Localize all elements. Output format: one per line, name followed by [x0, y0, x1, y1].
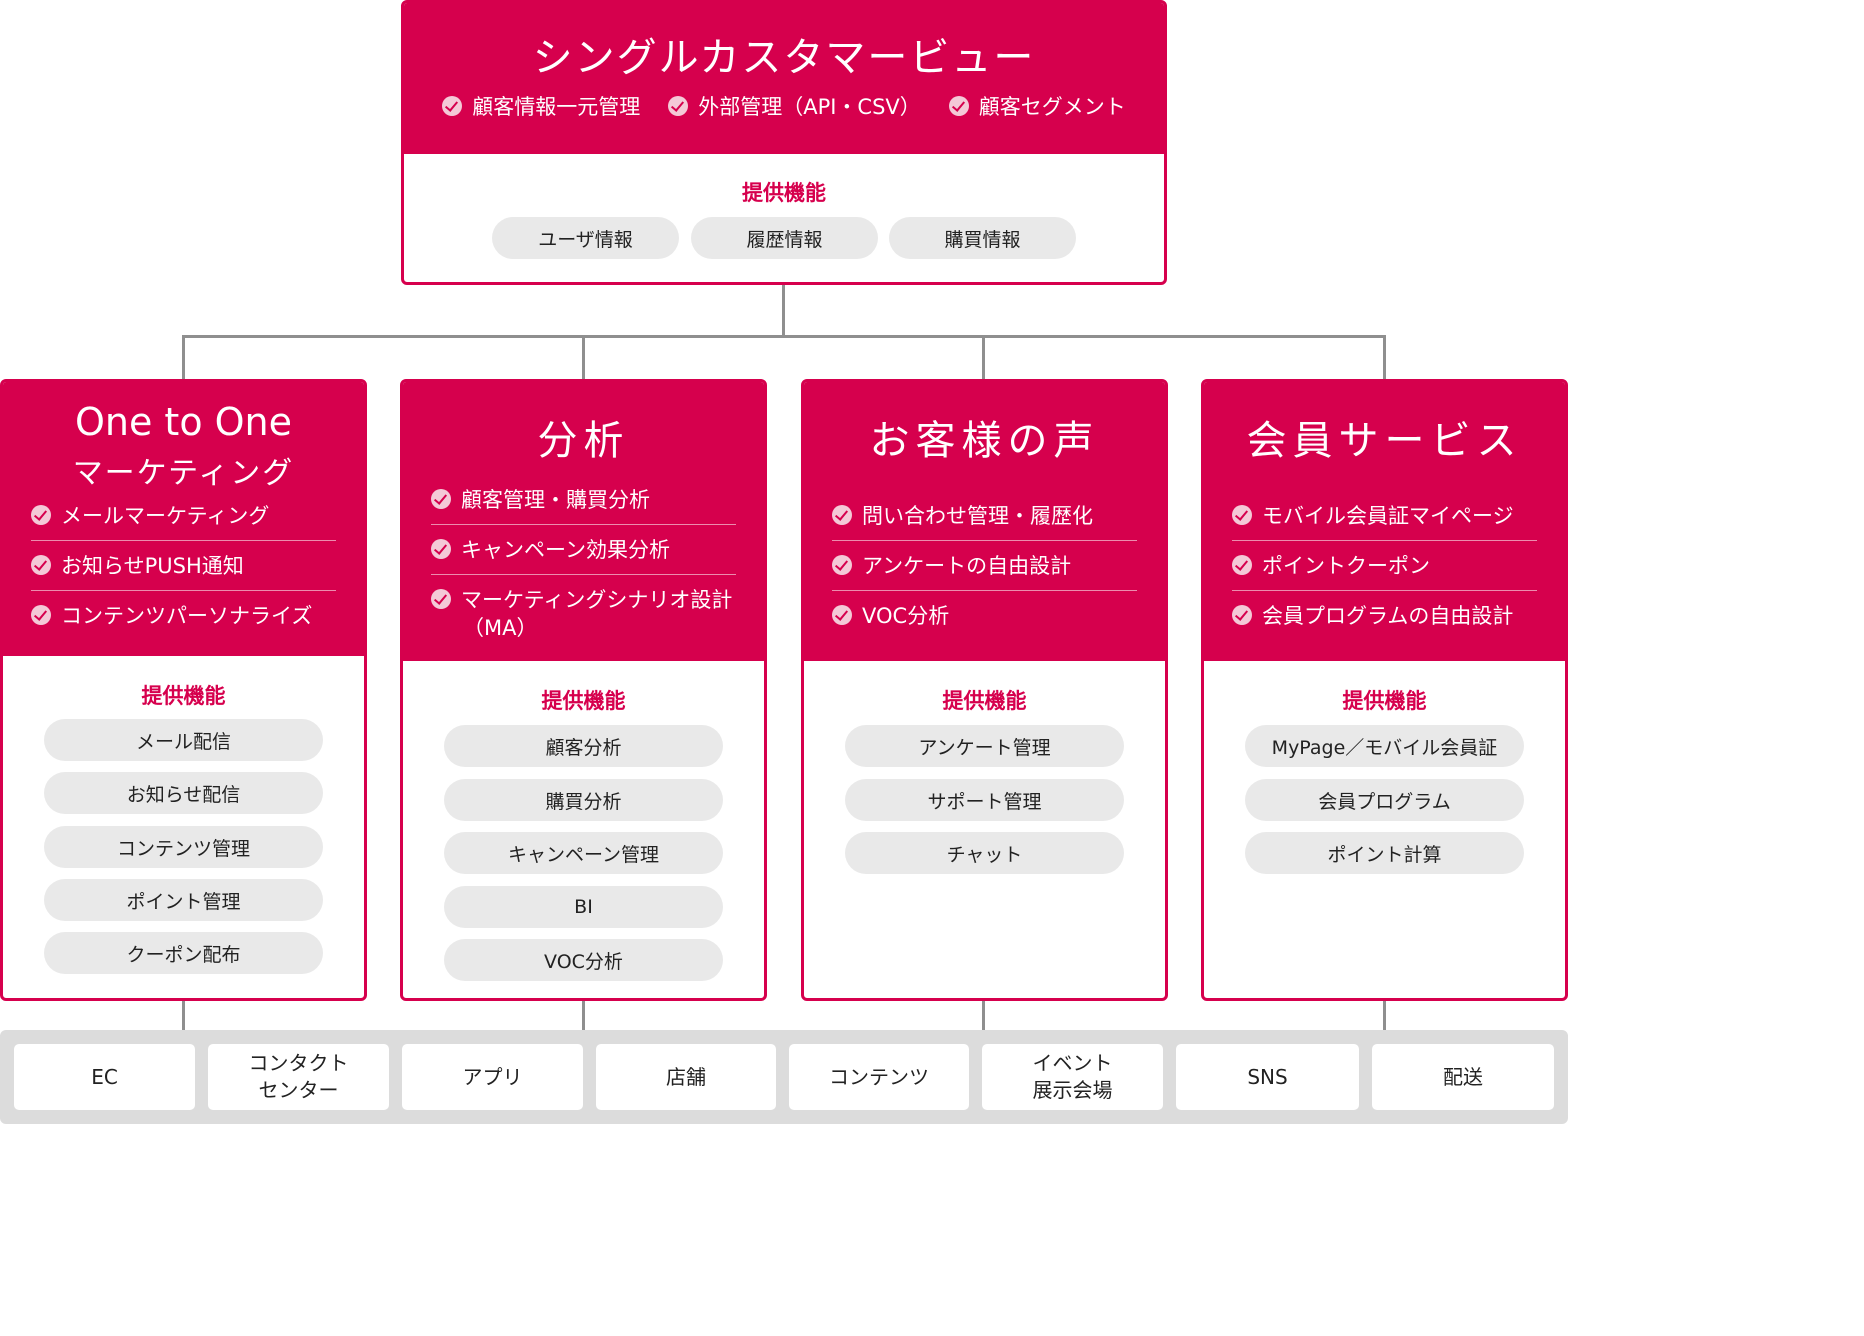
functions-title: 提供機能: [1342, 689, 1427, 713]
feature-item: お知らせPUSH通知: [31, 540, 336, 591]
check-icon: [31, 605, 51, 625]
channel-sns: SNS: [1176, 1044, 1359, 1110]
module-header: 会員サービス モバイル会員証マイページ ポイントクーポン 会員プログラムの自由設…: [1204, 382, 1565, 661]
function-pill: コンテンツ管理: [44, 826, 323, 868]
feature-item: 顧客情報一元管理: [442, 91, 640, 121]
feature-item: モバイル会員証マイページ: [1232, 490, 1537, 541]
function-pill: メール配信: [44, 719, 323, 761]
functions-title: 提供機能: [942, 689, 1027, 713]
channel-contents: コンテンツ: [789, 1044, 969, 1110]
check-icon: [948, 96, 969, 116]
module-one-to-one: One to One マーケティング メールマーケティング お知らせPUSH通知…: [0, 379, 367, 1001]
connector-bottom-2: [582, 999, 585, 1031]
feature-item: アンケートの自由設計: [832, 540, 1137, 591]
check-icon: [431, 539, 451, 559]
function-pill: ポイント管理: [44, 879, 323, 921]
function-pill: ポイント計算: [1245, 832, 1524, 874]
function-pill: キャンペーン管理: [444, 832, 723, 874]
single-customer-view-box: シングルカスタマービュー 顧客情報一元管理 外部管理（API・CSV） 顧客セグ…: [401, 0, 1167, 285]
single-customer-view-title: シングルカスタマービュー: [532, 35, 1036, 81]
function-pill: VOC分析: [444, 939, 723, 981]
connector-drop-3: [982, 335, 985, 381]
module-voice-of-customer: お客様の声 問い合わせ管理・履歴化 アンケートの自由設計 VOC分析 提供機能 …: [801, 379, 1168, 1001]
check-icon: [1232, 555, 1252, 575]
function-pill: 履歴情報: [691, 217, 878, 259]
module-header: お客様の声 問い合わせ管理・履歴化 アンケートの自由設計 VOC分析: [804, 382, 1165, 661]
check-icon: [1232, 605, 1252, 625]
channel-store: 店舗: [596, 1044, 776, 1110]
feature-item: 問い合わせ管理・履歴化: [832, 490, 1137, 541]
feature-item: 会員プログラムの自由設計: [1232, 590, 1537, 640]
channel-delivery: 配送: [1372, 1044, 1554, 1110]
channel-event-venue: イベント展示会場: [982, 1044, 1163, 1110]
check-icon: [832, 605, 852, 625]
check-icon: [1232, 505, 1252, 525]
check-icon: [431, 489, 451, 509]
feature-item: 顧客管理・購買分析: [431, 474, 736, 525]
function-pill: 顧客分析: [444, 725, 723, 767]
module-title: お客様の声: [869, 418, 1100, 464]
function-pill: クーポン配布: [44, 932, 323, 974]
check-icon: [431, 589, 451, 609]
function-pill: チャット: [845, 832, 1124, 874]
channels-bar: EC コンタクトセンター アプリ 店舗 コンテンツ イベント展示会場 SNS 配…: [0, 1030, 1568, 1124]
function-pill: 会員プログラム: [1245, 779, 1524, 821]
connector-bottom-1: [182, 999, 185, 1031]
function-pill: MyPage／モバイル会員証: [1245, 725, 1524, 767]
module-title-line2: マーケティング: [72, 456, 295, 491]
connector-bottom-3: [982, 999, 985, 1031]
function-pill: BI: [444, 886, 723, 928]
single-customer-view-header: シングルカスタマービュー 顧客情報一元管理 外部管理（API・CSV） 顧客セグ…: [404, 3, 1164, 154]
module-member-services: 会員サービス モバイル会員証マイページ ポイントクーポン 会員プログラムの自由設…: [1201, 379, 1568, 1001]
module-title-line1: One to One: [74, 400, 293, 444]
function-pill: お知らせ配信: [44, 772, 323, 814]
connector-horizontal: [182, 335, 1386, 338]
channel-ec: EC: [14, 1044, 195, 1110]
feature-item: キャンペーン効果分析: [431, 524, 736, 575]
single-customer-view-feature-row: 顧客情報一元管理 外部管理（API・CSV） 顧客セグメント: [404, 91, 1164, 121]
function-pill: アンケート管理: [845, 725, 1124, 767]
function-pill: ユーザ情報: [492, 217, 679, 259]
connector-top-stem: [782, 283, 785, 337]
functions-title: 提供機能: [541, 689, 626, 713]
check-icon: [668, 96, 689, 116]
channel-contact-center: コンタクトセンター: [208, 1044, 389, 1110]
connector-bottom-4: [1383, 999, 1386, 1031]
channel-app: アプリ: [402, 1044, 583, 1110]
module-header: One to One マーケティング メールマーケティング お知らせPUSH通知…: [3, 382, 364, 656]
module-title: 分析: [537, 418, 630, 464]
check-icon: [31, 555, 51, 575]
feature-item: マーケティングシナリオ設計: [431, 574, 736, 624]
check-icon: [31, 505, 51, 525]
module-analysis: 分析 顧客管理・購買分析 キャンペーン効果分析 マーケティングシナリオ設計 （M…: [400, 379, 767, 1001]
feature-item: ポイントクーポン: [1232, 540, 1537, 591]
function-pill: 購買分析: [444, 779, 723, 821]
check-icon: [832, 505, 852, 525]
feature-item: メールマーケティング: [31, 490, 336, 541]
connector-drop-4: [1383, 335, 1386, 381]
connector-drop-1: [182, 335, 185, 381]
check-icon: [832, 555, 852, 575]
feature-item: 顧客セグメント: [948, 91, 1126, 121]
feature-item: VOC分析: [832, 590, 1137, 640]
function-pill: サポート管理: [845, 779, 1124, 821]
module-title: 会員サービス: [1246, 418, 1523, 464]
check-icon: [442, 96, 463, 116]
module-header: 分析 顧客管理・購買分析 キャンペーン効果分析 マーケティングシナリオ設計 （M…: [403, 382, 764, 661]
feature-item-continuation: （MA）: [463, 616, 538, 640]
function-pill: 購買情報: [889, 217, 1076, 259]
feature-item: 外部管理（API・CSV）: [668, 91, 921, 121]
feature-item: コンテンツパーソナライズ: [31, 590, 336, 640]
functions-title: 提供機能: [742, 181, 826, 205]
connector-drop-2: [582, 335, 585, 381]
functions-title: 提供機能: [141, 684, 226, 708]
